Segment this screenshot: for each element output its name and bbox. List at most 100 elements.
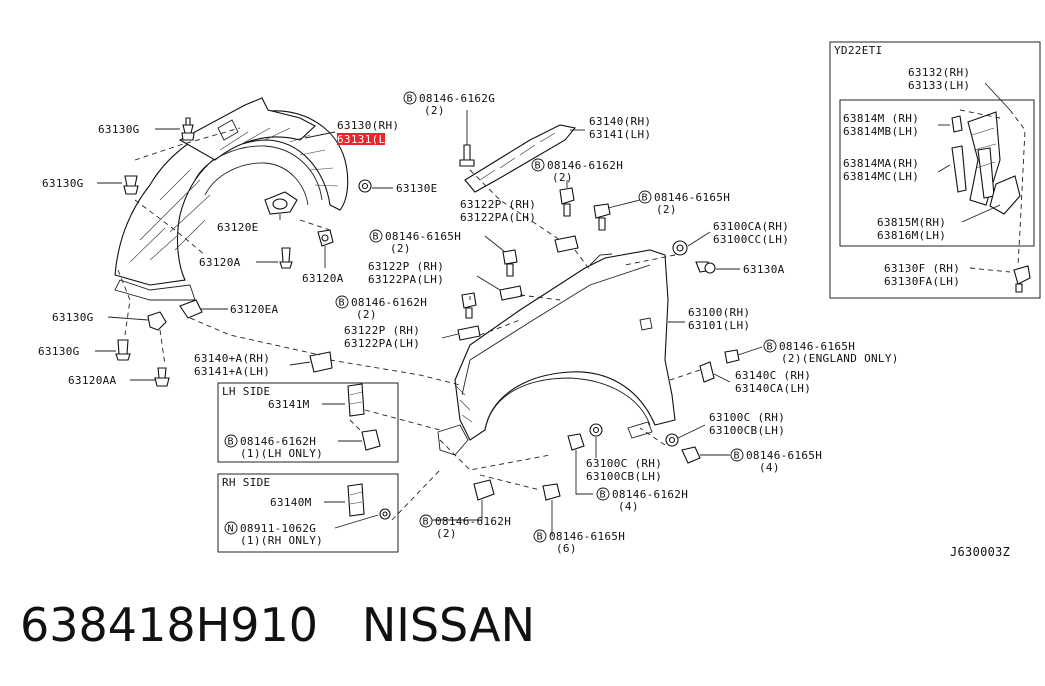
inset-63132: 63132(RH) [908, 66, 970, 79]
callout-63122p-rh-a: 63122P (RH) [460, 198, 536, 211]
inset-63814m: 63814M (RH) [843, 112, 919, 125]
bolt-08146-6162h-d[interactable] [473, 479, 495, 501]
inset-63130fa: 63130FA(LH) [884, 275, 960, 288]
inset-63133: 63133(LH) [908, 79, 970, 92]
clip-63141m [347, 383, 365, 417]
callouts: 63130G 63130G 63130(RH) 63131(LH) 63130E… [38, 91, 898, 555]
clip-63120a-left[interactable] [279, 247, 293, 269]
inset-rh-title: RH SIDE [222, 476, 270, 489]
callout-08146-6165h-c: 08146-6165H [779, 340, 855, 353]
svg-text:B: B [600, 490, 606, 501]
callout-63130g-2: 63130G [42, 177, 84, 190]
bolt-08146-6165h-d[interactable] [681, 446, 701, 464]
callout-63140a-rh: 63140+A(RH) [194, 352, 270, 365]
callout-08146-6165h-a: 08146-6165H [654, 191, 730, 204]
callout-63130g-4: 63130G [38, 345, 80, 358]
inset-rh-side: RH SIDE 63140M N 08911-1062G (1)(RH ONLY… [217, 473, 399, 553]
reinforcement-63140[interactable] [464, 124, 577, 193]
inset-63814ma: 63814MA(RH) [843, 157, 919, 170]
callout-08146-6165h-b: 08146-6165H [385, 230, 461, 243]
bolt-08146-6165h-a[interactable] [593, 203, 611, 231]
clip-63130g-bottom[interactable] [115, 339, 131, 361]
bracket-63120e[interactable] [264, 191, 298, 215]
callout-qty-4b: (4) [618, 500, 639, 513]
svg-text:B: B [642, 193, 648, 204]
part-caption: 638418H910 NISSAN [20, 598, 535, 652]
callout-63120a-2: 63120A [302, 272, 344, 285]
svg-text:B: B [407, 94, 413, 105]
callout-63122pa-lh-b: 63122PA(LH) [368, 273, 444, 286]
callout-63100ca-rh: 63100CA(RH) [713, 220, 789, 233]
bolt-08146-6165h-b[interactable] [502, 249, 518, 277]
svg-text:B: B [373, 232, 379, 243]
front-fender[interactable] [437, 249, 676, 456]
callout-08146-6162g: 08146-6162G [419, 92, 495, 105]
bracket-63120ea[interactable] [179, 299, 203, 319]
inset-rh-qty: (1)(RH ONLY) [240, 534, 323, 547]
inset-engine-title: YD22ETI [834, 44, 882, 57]
callout-63100cb-lh-a: 63100CB(LH) [709, 424, 785, 437]
callout-63120ea: 63120EA [230, 303, 279, 316]
clip-63122p-c[interactable] [457, 325, 481, 341]
clip-63122p-a[interactable] [554, 235, 579, 253]
dashed-lines [117, 127, 1011, 521]
clip-63100cb[interactable] [589, 423, 603, 437]
inset-63815m: 63815M(RH) [877, 216, 946, 229]
svg-text:B: B [228, 437, 234, 448]
bracket-63100ca[interactable] [672, 240, 688, 256]
bracket-63140a[interactable] [309, 351, 333, 373]
clip-63130e[interactable] [358, 179, 372, 193]
clip-63120a-right[interactable] [317, 229, 334, 247]
callout-08146-6162h-d: 08146-6162H [435, 515, 511, 528]
callout-qty-2b: (2) [552, 171, 573, 184]
callout-63140ca-lh: 63140CA(LH) [735, 382, 811, 395]
inset-63814mb: 63814MB(LH) [843, 125, 919, 138]
callout-qty-2d: (2) [390, 242, 411, 255]
callout-63100cc-lh: 63100CC(LH) [713, 233, 789, 246]
svg-text:B: B [423, 517, 429, 528]
bolt-08146-6162h-b[interactable] [461, 292, 477, 319]
inset-rh-nut: 08911-1062G [240, 522, 316, 535]
callout-63122pa-lh-c: 63122PA(LH) [344, 337, 420, 350]
callout-63122p-rh-c: 63122P (RH) [344, 324, 420, 337]
callout-08146-6162h-c: 08146-6162H [612, 488, 688, 501]
bolt-08146-6162h-c[interactable] [567, 433, 585, 451]
parts-diagram: 63130G 63130G 63130(RH) 63131(LH) 63130E… [38, 41, 1041, 559]
callout-63101-lh: 63101(LH) [688, 319, 750, 332]
callout-08146-6162h-b: 08146-6162H [351, 296, 427, 309]
bolt-08146-6165h-c[interactable] [724, 349, 740, 364]
callout-63141a-lh: 63141+A(LH) [194, 365, 270, 378]
clip-63122p-b[interactable] [499, 285, 523, 301]
callout-qty-6: (6) [556, 542, 577, 555]
callout-63120aa: 63120AA [68, 374, 117, 387]
inset-rh-63140m: 63140M [270, 496, 312, 509]
inset-lh-side: LH SIDE 63141M B 08146-6162H (1)(LH ONLY… [217, 382, 399, 463]
svg-text:B: B [535, 161, 541, 172]
clip-63130g-top[interactable] [181, 117, 195, 141]
callout-63140-rh: 63140(RH) [589, 115, 651, 128]
callout-63130a: 63130A [743, 263, 785, 276]
svg-text:B: B [734, 451, 740, 462]
bolt-08146-6165h-e[interactable] [542, 483, 561, 501]
clip-63130g-lower[interactable] [147, 311, 167, 331]
clip-63120aa[interactable] [154, 367, 170, 387]
clip-63130g-mid[interactable] [123, 175, 139, 195]
bracket-63140c[interactable] [699, 361, 715, 383]
bolt-08146-6162h-a[interactable] [559, 187, 575, 217]
callout-63140c-rh: 63140C (RH) [735, 369, 811, 382]
callout-63130e: 63130E [396, 182, 438, 195]
bolt-inset-lh [361, 429, 381, 451]
clip-63130a[interactable] [695, 261, 716, 274]
callout-63100c-rh-b: 63100C (RH) [586, 457, 662, 470]
bracket-63100c[interactable] [665, 433, 679, 447]
callout-qty-2f: (2) [436, 527, 457, 540]
callout-63120a-1: 63120A [199, 256, 241, 269]
inner-fender-liner[interactable] [114, 97, 349, 301]
inset-lh-63141m: 63141M [268, 398, 310, 411]
clip-63140m [347, 483, 365, 517]
inset-lh-qty: (1)(LH ONLY) [240, 447, 323, 460]
bolt-08146-6162g[interactable] [459, 144, 475, 167]
inset-yd22eti: YD22ETI 63132(RH) 63133(LH) 63814M (RH) … [829, 41, 1041, 299]
svg-text:B: B [767, 342, 773, 353]
inset-63130f: 63130F (RH) [884, 262, 960, 275]
